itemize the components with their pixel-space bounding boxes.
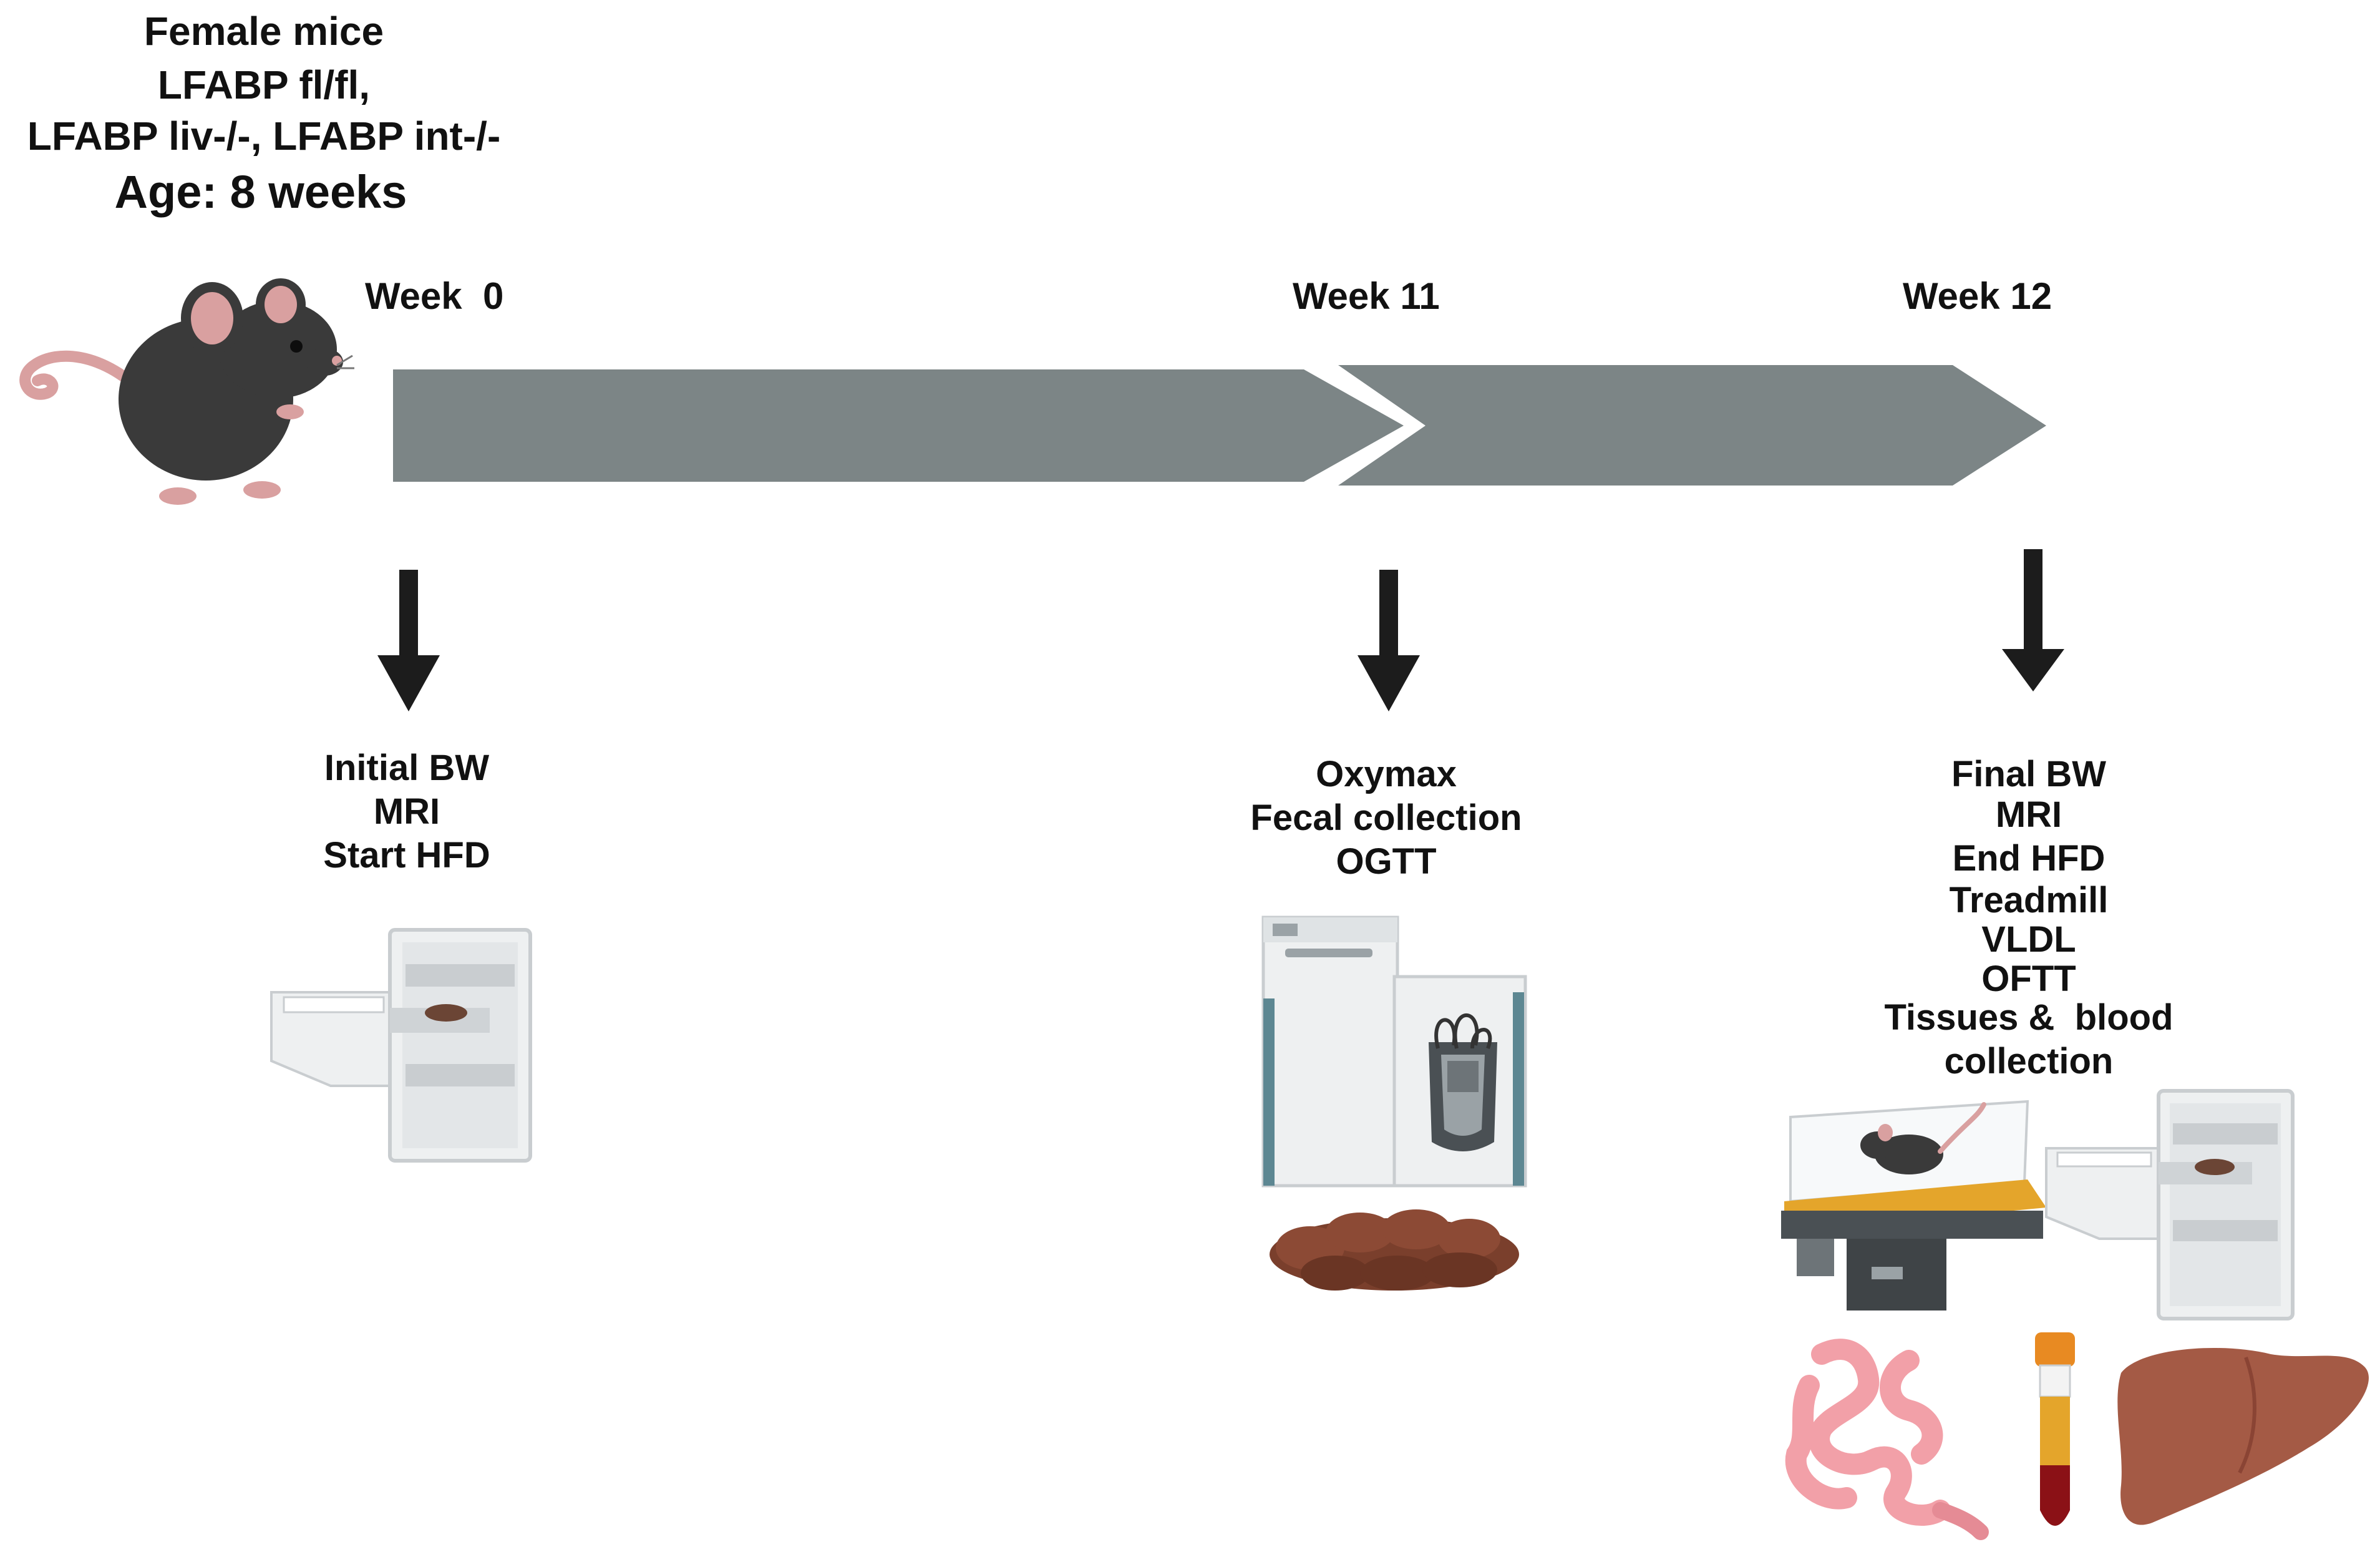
week-12-step: VLDL: [1981, 919, 2076, 960]
week-12-step: Treadmill: [1950, 880, 2109, 920]
week-11-label: Week 11: [1293, 275, 1440, 317]
week-12-step: Final BW: [1951, 754, 2106, 794]
subject-age: Age: 8 weeks: [115, 166, 407, 218]
week-0-label: Week 0: [365, 275, 503, 317]
down-arrow-week-12: [2002, 549, 2064, 691]
blood-tube-icon: [2035, 1332, 2075, 1526]
down-arrow-week-11: [1358, 570, 1420, 711]
timeline-segment-weeks-0-11: [393, 369, 1404, 482]
week-labels: Week 0 Week 11 Week 12: [365, 275, 2052, 317]
week-11-step: Oxymax: [1316, 754, 1457, 794]
week-11-step: OGTT: [1336, 841, 1436, 882]
liver-icon: [2117, 1348, 2369, 1525]
week-0-step: Start HFD: [323, 835, 490, 876]
subject-line-2: LFABP fl/fl,: [158, 62, 370, 107]
week-12-step: Tissues & blood: [1884, 997, 2173, 1038]
subject-description: Female mice LFABP fl/fl, LFABP liv-/-, L…: [27, 9, 501, 218]
week-11-steps: Oxymax Fecal collection OGTT: [1250, 754, 1522, 882]
week-0-step: Initial BW: [324, 748, 489, 788]
treadmill-icon: [1781, 1100, 2046, 1311]
week-12-step: MRI: [1996, 794, 2062, 835]
down-arrows: [377, 549, 2064, 711]
oxymax-machine-icon: [1261, 915, 1527, 1188]
feces-icon: [1270, 1209, 1519, 1291]
timeline-arrows: [393, 365, 2046, 486]
week-0-step: MRI: [374, 791, 440, 832]
subject-line-3: LFABP liv-/-, LFABP int-/-: [27, 114, 501, 159]
week-12-steps: Final BW MRI End HFD Treadmill VLDL OFTT…: [1884, 754, 2173, 1081]
mri-scanner-icon: [2045, 1089, 2295, 1320]
week-12-step: collection: [1945, 1041, 2114, 1081]
week-12-label: Week 12: [1903, 275, 2052, 317]
intestine-icon: [1785, 1339, 1989, 1540]
week-12-step: End HFD: [1953, 838, 2106, 879]
down-arrow-week-0: [377, 570, 440, 711]
subject-line-1: Female mice: [144, 9, 384, 54]
timeline-segment-weeks-11-12: [1338, 365, 2046, 486]
mouse-icon: [19, 278, 354, 505]
week-0-steps: Initial BW MRI Start HFD: [323, 748, 490, 876]
mri-scanner-icon: [270, 928, 532, 1163]
week-11-step: Fecal collection: [1250, 798, 1522, 838]
week-12-step: OFTT: [1981, 959, 2076, 999]
